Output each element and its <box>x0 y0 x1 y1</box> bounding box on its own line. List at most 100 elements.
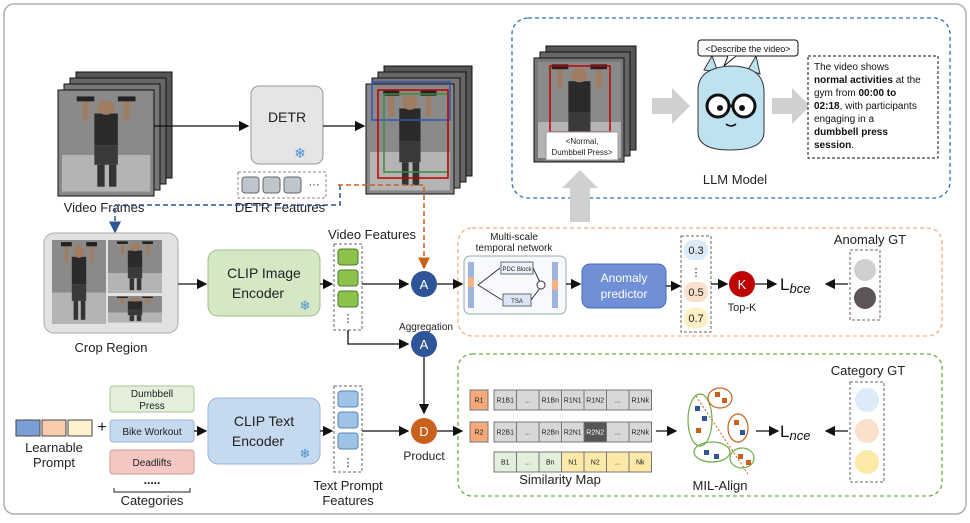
simmap-row-head <box>469 421 489 443</box>
mil-align-scatter <box>687 387 755 475</box>
loss-nce: Lnce <box>780 422 810 443</box>
detr-features-ellipsis: ··· <box>309 179 320 191</box>
category-label: Deadlifts <box>133 458 172 469</box>
simmap-cell-text: R1Nk <box>631 398 649 405</box>
video-features-ellipsis: ⋮ <box>343 313 354 325</box>
score-pill <box>684 240 708 260</box>
anomaly-predictor-label-2: predictor <box>601 287 648 301</box>
detr-feature-cell <box>241 176 260 194</box>
topk-node-k <box>729 271 755 297</box>
clip-text-label-1: CLIP Text <box>234 413 294 429</box>
video-feature-cell <box>337 248 359 266</box>
video-frames-stack <box>57 71 173 197</box>
frame-caption-2: Dumbbell Press> <box>551 148 612 157</box>
category-label: Dumbbell <box>131 389 173 400</box>
detr-to-crop-connector <box>109 185 341 234</box>
simmap-cell-text: Nk <box>636 460 645 467</box>
score-value: 0.3 <box>688 245 703 257</box>
anomaly-predictor-label-1: Anomaly <box>601 271 648 285</box>
prompt-token <box>67 419 93 437</box>
simmap-cell-text: R1N2 <box>586 398 604 405</box>
detr-features-label: DETR Features <box>235 200 326 215</box>
score-pill <box>684 282 708 302</box>
categories-label: Categories <box>121 493 184 508</box>
mil-align-label: MIL-Align <box>693 478 748 493</box>
llama-icon <box>697 54 765 151</box>
simmap-cell-text: R2N2 <box>586 430 604 437</box>
clip-image-label-2: Encoder <box>232 285 284 301</box>
category-label: Bike Workout <box>122 427 182 438</box>
product-node-d <box>411 418 437 444</box>
categories-ellipsis: ..... <box>144 473 161 487</box>
simmap-cell-text: N1 <box>568 460 577 467</box>
detr-box <box>250 85 324 165</box>
text-feature-cell <box>337 411 359 429</box>
simmap-cell-text: R2Nk <box>631 430 649 437</box>
detr-feature-cell <box>262 176 281 194</box>
llm-input-frames <box>533 45 637 163</box>
categories-brace <box>113 488 191 493</box>
simmap-cell-text: R2Bn <box>541 430 559 437</box>
simmap-cell-text: ... <box>615 460 621 467</box>
simmap-cell-text: ... <box>615 398 621 405</box>
simmap-cell-text: ... <box>525 460 531 467</box>
detr-label: DETR <box>268 109 306 125</box>
category-deadlifts <box>109 449 195 475</box>
learnable-prompt-label-1: Learnable <box>25 440 83 455</box>
text-feature-cell <box>337 432 359 450</box>
aggregation-node-label: A <box>420 337 429 352</box>
simmap-cell-text: ... <box>525 398 531 405</box>
temporal-network-box <box>463 255 567 315</box>
simmap-cell-text: R2N1 <box>564 430 582 437</box>
score-value: 0.7 <box>688 313 703 325</box>
simmap-cell-text: ... <box>525 430 531 437</box>
describe-prompt: <Describe the video> <box>705 44 790 54</box>
simmap-cell-text: R1Bn <box>541 398 559 405</box>
simmap-row-head <box>469 389 489 411</box>
aggregation-node-a <box>411 331 437 357</box>
node-d-label: D <box>419 424 428 439</box>
frozen-snowflake-icon: ❄ <box>300 298 311 313</box>
prompt-bubble <box>697 39 799 57</box>
arrow-features-to-aggregation <box>347 330 410 350</box>
simmap-cell <box>628 451 652 473</box>
prompt-bubble-tail <box>723 55 737 67</box>
detr-to-aggregation-connector <box>338 184 430 270</box>
temporal-network-internals <box>468 261 558 308</box>
simmap-cell-text: R2B1 <box>496 430 514 437</box>
anomaly-gt-normal <box>854 259 876 281</box>
anomaly-gt-label: Anomaly GT <box>834 232 906 247</box>
aggregation-label: Aggregation <box>399 322 453 333</box>
simmap-cell <box>628 421 652 443</box>
simmap-row-head-text: R1 <box>475 398 484 405</box>
detr-feature-cell <box>283 176 302 194</box>
anomaly-gt-abnormal <box>854 287 876 309</box>
text-features-label-2: Features <box>322 493 374 508</box>
video-feature-cell <box>337 269 359 287</box>
category-gt-item <box>855 388 879 412</box>
text-features-label-1: Text Prompt <box>313 478 383 493</box>
node-k-label: K <box>738 277 747 292</box>
simmap-cell-text: R1B1 <box>496 398 514 405</box>
category-label: Press <box>139 401 165 412</box>
clip-image-label-1: CLIP Image <box>227 265 301 281</box>
simmap-cell-text: R1N1 <box>564 398 582 405</box>
node-a-label: A <box>420 277 429 292</box>
prompt-token <box>15 419 41 437</box>
crop-region-label: Crop Region <box>75 340 148 355</box>
category-gt-item <box>855 450 879 474</box>
detected-frames-stack <box>365 65 473 195</box>
arrow-llama-to-output <box>772 88 810 124</box>
simmap-cell-text: B1 <box>501 460 510 467</box>
learnable-prompt-label-2: Prompt <box>33 455 75 470</box>
prompt-token <box>41 419 67 437</box>
video-feature-cell <box>337 290 359 308</box>
video-features-label: Video Features <box>328 227 416 242</box>
clip-image-encoder <box>207 249 321 317</box>
product-label: Product <box>403 449 445 463</box>
text-feature-cell <box>337 390 359 408</box>
